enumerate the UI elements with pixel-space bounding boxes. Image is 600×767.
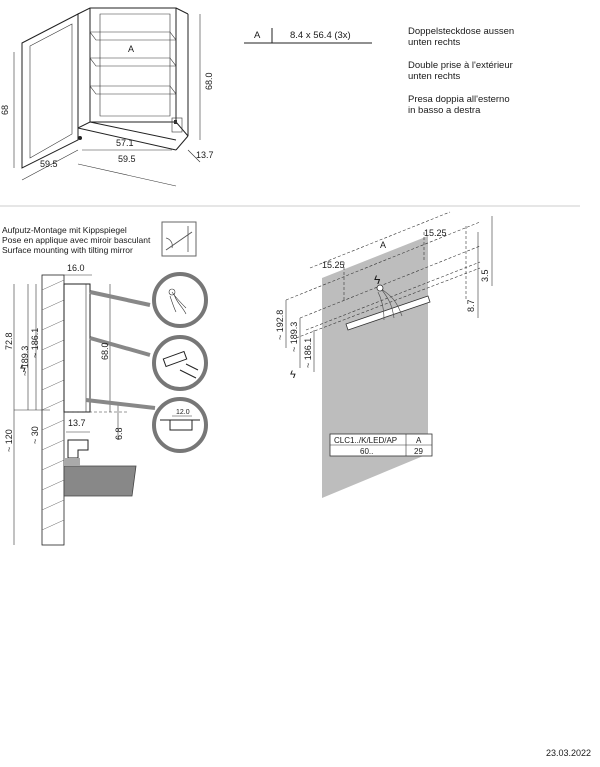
dim-height-left: 68 <box>0 105 10 115</box>
dim-height-right: 68.0 <box>204 72 214 90</box>
wall-view <box>285 211 493 498</box>
dim-depth-bottom: 13.7 <box>68 418 86 428</box>
spec-key: A <box>254 30 261 41</box>
dim-a: A <box>380 240 386 250</box>
tilting-mirror-icon <box>161 221 197 257</box>
model-table-header-0: CLC1../K/LED/AP <box>334 436 397 445</box>
dim-right-h: 8.7 <box>466 299 476 312</box>
model-table-header-1: A <box>416 436 422 445</box>
dim-width-front: 59.5 <box>40 159 58 169</box>
dim-width-side: 59.5 <box>118 154 136 164</box>
shelf-label: A <box>128 44 134 54</box>
dim-top-right: 3.5 <box>480 269 490 282</box>
dim-floor-h2: ~ 30 <box>30 426 40 444</box>
power-icon-side: ϟ <box>20 363 26 375</box>
mounting-title-de: Aufputz-Montage mit Kippspiegel <box>2 225 127 235</box>
dim-cab-height: 68.0 <box>100 342 110 360</box>
model-table-cell-0: 60.. <box>360 447 373 456</box>
dim-h1: ~ 192.8 <box>275 310 285 340</box>
dim-top-depth: 16.0 <box>67 263 85 273</box>
socket-note-de: Doppelsteckdose aussen unten rechts <box>408 26 515 48</box>
model-table-cell-1: 29 <box>414 447 423 456</box>
document-date: 23.03.2022 <box>546 748 592 758</box>
socket-note-fr: Double prise à l'extérieur unten rechts <box>408 60 513 82</box>
dim-left-offset: 15.25 <box>322 260 345 270</box>
spec-value: 8.4 x 56.4 (3x) <box>290 30 351 41</box>
dim-right-offset: 15.25 <box>424 228 447 238</box>
dim-d3: ~ 186.1 <box>30 328 40 358</box>
socket-note-it: Presa doppia all'esterno in basso a dest… <box>408 94 510 116</box>
dim-inner-width: 57.1 <box>116 138 134 148</box>
mounting-title-en: Surface mounting with tilting mirror <box>2 245 133 255</box>
power-icon-wall: ϟ <box>374 273 381 287</box>
side-section-view <box>13 272 208 546</box>
dim-d1: 72.8 <box>4 332 14 350</box>
dim-h3: ~ 186.1 <box>303 338 313 368</box>
dim-d2: ~ 189.3 <box>20 346 30 376</box>
dim-base-offset: 6.8 <box>114 427 124 440</box>
dim-h2: ~ 189.3 <box>289 322 299 352</box>
power-icon-wall-left: ϟ <box>290 369 296 381</box>
dim-detail-width: 12.0 <box>176 409 190 416</box>
cabinet-isometric <box>13 7 201 187</box>
dim-floor-h1: ~ 120 <box>4 429 14 452</box>
dim-depth: 13.7 <box>196 150 214 160</box>
mounting-title-fr: Pose en applique avec miroir basculant <box>2 235 151 245</box>
